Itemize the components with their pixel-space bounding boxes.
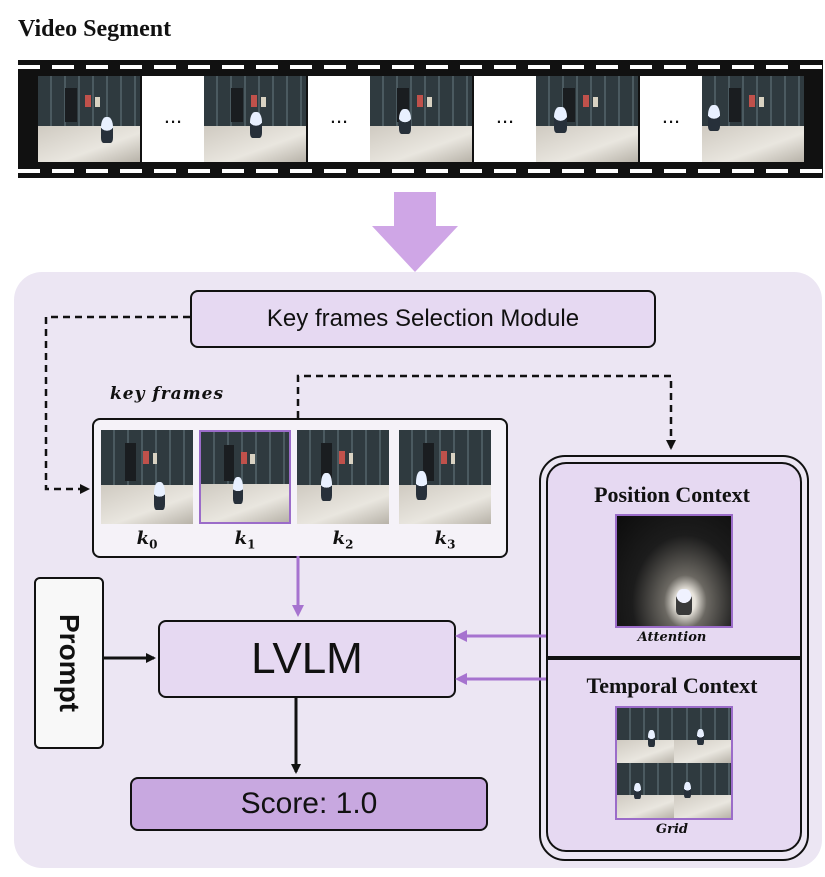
- ellipsis: ...: [308, 76, 370, 162]
- film-perforations-bottom: [18, 169, 823, 173]
- lvlm-module: LVLM: [158, 620, 456, 698]
- filmstrip: ... ... ... ...: [18, 60, 823, 178]
- film-perforations-top: [18, 65, 823, 69]
- key-frame-highlighted: [199, 430, 291, 524]
- video-segment-title: Video Segment: [18, 16, 172, 42]
- ellipsis: ...: [640, 76, 702, 162]
- dashed-arrow-module-to-keyframes: [44, 315, 190, 494]
- attention-map-image: [615, 514, 733, 628]
- key-frame: [297, 430, 389, 524]
- video-frame: [38, 76, 140, 162]
- video-frame: [702, 76, 804, 162]
- prompt-box: Prompt: [34, 577, 104, 749]
- key-frames-label: key frames: [110, 384, 225, 404]
- video-frame: [204, 76, 306, 162]
- key-frame-label: k2: [332, 528, 354, 552]
- key-frame-label: k0: [136, 528, 158, 552]
- video-frame: [536, 76, 638, 162]
- key-frame-label: k3: [434, 528, 456, 552]
- key-frame: [399, 430, 491, 524]
- grid-caption: Grid: [656, 822, 688, 837]
- video-frame: [370, 76, 472, 162]
- score-output: Score: 1.0: [130, 777, 488, 831]
- key-frame: [101, 430, 193, 524]
- temporal-context-title: Temporal Context: [586, 673, 758, 698]
- temporal-grid-image: [615, 706, 733, 820]
- down-arrow-icon: [372, 192, 458, 272]
- ellipsis: ...: [474, 76, 536, 162]
- dashed-arrow-keyframes-to-context: [296, 374, 676, 450]
- key-frames-selection-module: Key frames Selection Module: [190, 290, 656, 348]
- position-context-title: Position Context: [594, 482, 750, 507]
- ellipsis: ...: [142, 76, 204, 162]
- key-frame-label: k1: [234, 528, 256, 552]
- attention-caption: Attention: [637, 630, 707, 645]
